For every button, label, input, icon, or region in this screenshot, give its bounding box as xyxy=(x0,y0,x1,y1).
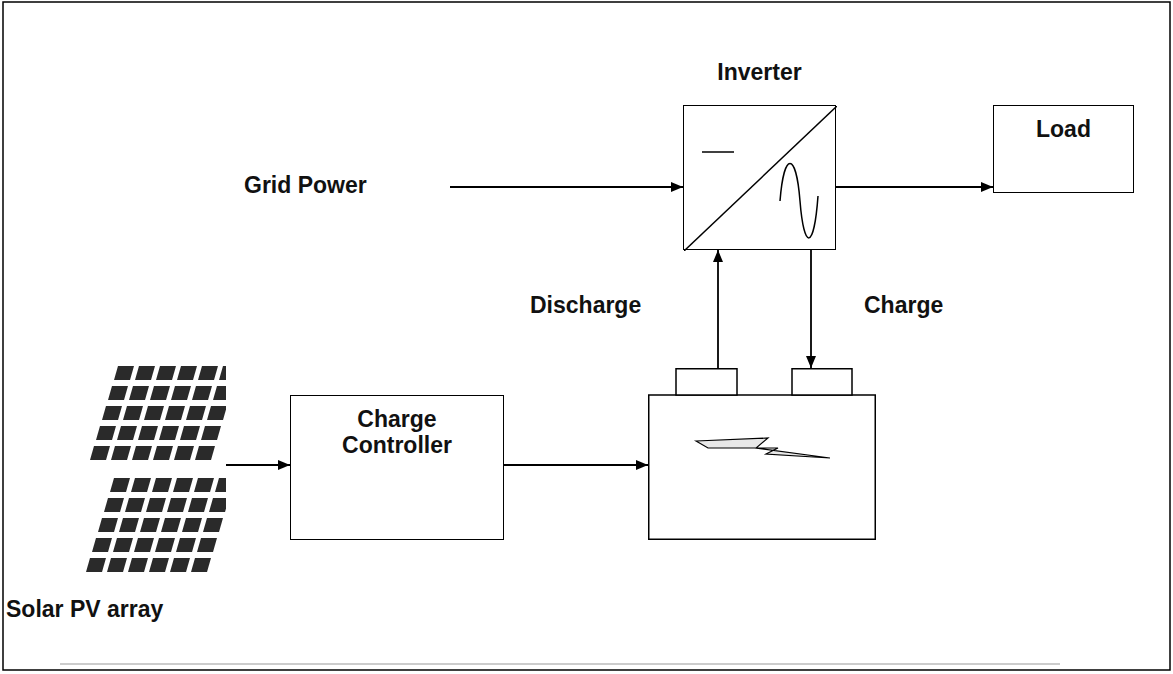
inverter-box: Inverter xyxy=(683,105,836,250)
controller-box: Charge Controller xyxy=(290,395,504,540)
pv-cell xyxy=(213,386,226,400)
battery xyxy=(648,368,876,540)
pv-cell xyxy=(194,478,214,492)
node-title: Grid Power xyxy=(244,172,450,198)
pv-cell xyxy=(114,366,134,380)
scan-line xyxy=(60,663,1060,665)
pv-cell xyxy=(125,498,145,512)
pv-cell xyxy=(102,406,122,420)
pv-cell xyxy=(135,366,155,380)
pv-cell xyxy=(129,386,149,400)
node-title: Charge Controller xyxy=(342,406,452,459)
battery-symbol xyxy=(648,368,876,540)
flow-arrow xyxy=(717,250,719,368)
pv-cell xyxy=(146,498,166,512)
pv-cell xyxy=(90,446,110,460)
ac-symbol xyxy=(780,164,818,238)
pv-cell xyxy=(98,518,118,532)
pv-cell xyxy=(165,406,185,420)
flow-arrow xyxy=(450,186,683,188)
pv-cell xyxy=(188,498,208,512)
pv-cell xyxy=(177,366,197,380)
pv-cell xyxy=(176,538,196,552)
pv-cell xyxy=(191,558,211,572)
pv-cell xyxy=(131,478,151,492)
pv-cell xyxy=(173,478,193,492)
pv-cell xyxy=(111,446,131,460)
pv-cell xyxy=(192,386,212,400)
pv-cell xyxy=(156,366,176,380)
edge-label: Charge xyxy=(862,292,945,319)
pv-cell xyxy=(171,386,191,400)
pv-cell xyxy=(207,406,226,420)
flow-arrow xyxy=(504,464,648,466)
diagonal-line xyxy=(684,106,837,251)
pv-cell xyxy=(167,498,187,512)
pv-cell xyxy=(198,366,218,380)
pv-cell xyxy=(140,518,160,532)
shape-body: Grid Power xyxy=(244,172,450,198)
flow-arrow xyxy=(810,250,812,368)
pv-cells xyxy=(4,358,226,628)
pv-cell xyxy=(110,478,130,492)
pv-cell xyxy=(182,518,202,532)
pv-cell xyxy=(197,538,217,552)
pv-cell xyxy=(149,558,169,572)
pv-cell xyxy=(195,446,215,460)
dc-symbol xyxy=(702,151,734,153)
pv-cell xyxy=(86,558,106,572)
pv-cell xyxy=(159,426,179,440)
pv-cell xyxy=(123,406,143,420)
flow-arrow xyxy=(226,464,290,466)
battery-terminal xyxy=(792,369,852,395)
battery-terminal xyxy=(676,369,737,395)
pv-cell xyxy=(153,446,173,460)
pv-cell xyxy=(219,366,226,380)
pv-cell xyxy=(144,406,164,420)
pv-cell xyxy=(209,498,226,512)
pv-cell xyxy=(92,538,112,552)
pv-cell xyxy=(138,426,158,440)
pv-cell xyxy=(128,558,148,572)
pv-cell xyxy=(104,498,124,512)
inverter-symbol xyxy=(684,106,837,251)
flow-arrow xyxy=(836,186,993,188)
edge-label: Discharge xyxy=(528,292,643,319)
pv-cell xyxy=(203,518,223,532)
node-title: Solar PV array xyxy=(6,596,163,622)
node-title: Load xyxy=(1036,116,1091,142)
source-label: Grid Power xyxy=(244,172,450,198)
shape-body: Load xyxy=(993,105,1134,193)
solar-array: Solar PV array xyxy=(4,358,226,628)
node-title: Inverter xyxy=(717,59,801,85)
pv-cell xyxy=(108,386,128,400)
pv-cell xyxy=(215,478,226,492)
pv-cell xyxy=(180,426,200,440)
frame-border xyxy=(3,2,1170,670)
shape-body: Charge Controller xyxy=(290,395,504,540)
pv-cell xyxy=(152,478,172,492)
pv-cell xyxy=(132,446,152,460)
load-box: Load xyxy=(993,105,1134,193)
pv-cell xyxy=(117,426,137,440)
pv-cell xyxy=(155,538,175,552)
pv-cell xyxy=(161,518,181,532)
lightning-symbol xyxy=(696,438,830,458)
pv-cell xyxy=(113,538,133,552)
pv-cell xyxy=(107,558,127,572)
battery-body xyxy=(649,395,876,539)
shape-body xyxy=(683,105,836,250)
shape-body: Solar PV array xyxy=(4,358,226,628)
pv-cell xyxy=(174,446,194,460)
pv-cell xyxy=(150,386,170,400)
pv-cell xyxy=(134,538,154,552)
shape-body xyxy=(648,368,876,540)
pv-cell xyxy=(170,558,190,572)
pv-cell xyxy=(201,426,221,440)
pv-cell xyxy=(119,518,139,532)
pv-cell xyxy=(186,406,206,420)
pv-cell xyxy=(96,426,116,440)
